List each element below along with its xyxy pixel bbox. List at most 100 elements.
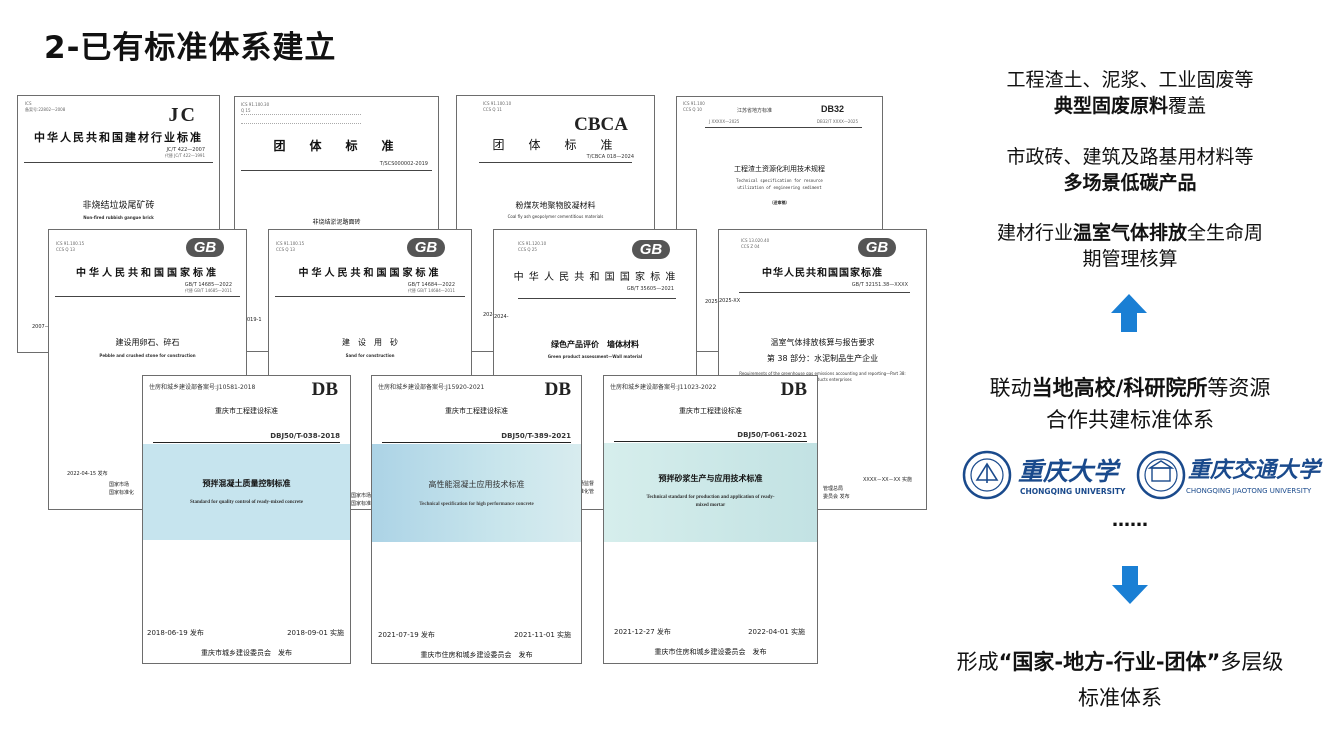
highlight-text: 多场景低碳产品 bbox=[1063, 172, 1197, 194]
highlight-text: 温室气体排放 bbox=[1072, 222, 1187, 244]
text: 合作共建标准体系 bbox=[1046, 408, 1214, 432]
doc-title: 温室气体排放核算与报告要求 bbox=[770, 338, 875, 347]
doc-cover-band bbox=[143, 444, 350, 540]
doc-org: 重庆市工程建设标准 bbox=[445, 407, 508, 415]
doc-meta: ICS 91.100.30 Q 15 bbox=[241, 102, 270, 113]
ellipsis: …… bbox=[1112, 510, 1148, 531]
doc-meta: ICS 备案号:22802—2008 bbox=[25, 101, 66, 112]
doc-title: 非烧结垃圾尾矿砖 bbox=[82, 201, 155, 211]
doc-code: DB32/T XXXX—2025 bbox=[816, 119, 858, 124]
doc-title: 建 设 用 砂 bbox=[342, 338, 398, 347]
doc-code-j: J XXXXX—2025 bbox=[709, 119, 740, 124]
doc-date: 2007—0 bbox=[32, 324, 53, 330]
point-multilevel-system: 形成“国家-地方-行业-团体”多层级 标准体系 bbox=[940, 644, 1300, 716]
doc-date: 2024- bbox=[494, 314, 509, 320]
doc-issue-date: 2018-06-19 发布 bbox=[147, 629, 204, 637]
doc-title: 非烧结淤泥路面砖 bbox=[312, 219, 361, 226]
doc-publisher: 重庆市住房和城乡建设委员会 发布 bbox=[654, 648, 767, 656]
doc-issue-date: 2021-07-19 发布 bbox=[378, 631, 435, 639]
doc-publisher: 重庆市城乡建设委员会 发布 bbox=[201, 649, 292, 657]
doc-issuer-1: 管理总局 bbox=[823, 486, 844, 492]
text: 等资源 bbox=[1207, 376, 1271, 400]
doc-rule bbox=[382, 442, 571, 443]
doc-subtitle: Green product assessment—Wall material bbox=[547, 354, 643, 359]
doc-code-replace: 代替 GB/T 14684—2011 bbox=[407, 288, 455, 293]
doc-org: 重庆市工程建设标准 bbox=[215, 407, 278, 415]
doc-org: 重庆市工程建设标准 bbox=[679, 407, 742, 415]
doc-record: 住房和城乡建设部备案号:J11023-2022 bbox=[610, 384, 717, 391]
text: 多层级 bbox=[1220, 650, 1284, 674]
doc-org: 江苏省地方标准 bbox=[737, 108, 773, 114]
doc-code: JC/T 422—2007 bbox=[166, 147, 205, 153]
doc-impl: XXXX－XX－XX 实施 bbox=[863, 477, 912, 483]
doc-date: 019-1 bbox=[247, 317, 262, 323]
doc-meta: ICS 91.100.10 CCS Q 11 bbox=[483, 101, 512, 112]
doc-title-part: 第 38 部分：水泥制品生产企业 bbox=[766, 354, 879, 363]
point-cooperation: 联动当地高校/科研院所等资源 合作共建标准体系 bbox=[950, 372, 1310, 436]
doc-rule bbox=[739, 292, 910, 293]
doc-code: T/SCS000002-2019 bbox=[379, 161, 428, 167]
doc-title: 预拌砂浆生产与应用技术标准 bbox=[658, 474, 763, 483]
doc-code: GB/T 32151.38—XXXX bbox=[851, 282, 908, 288]
doc-issuer-2: 国家标准化 bbox=[109, 490, 135, 496]
doc-code: T/CBCA 018—2024 bbox=[586, 154, 634, 160]
doc-code: DBJ50/T-061-2021 bbox=[737, 431, 807, 439]
standard-doc-db-389: 住房和城乡建设部备案号:J15920-2021 DB 重庆市工程建设标准 DBJ… bbox=[371, 375, 582, 664]
doc-code-replace: 代替 GB/T 14685—2011 bbox=[184, 288, 232, 293]
doc-subtitle: Standard for quality control of ready-mi… bbox=[190, 500, 303, 505]
doc-issuer-1: 国家市场 bbox=[109, 482, 130, 488]
doc-date: 2025-XX bbox=[705, 299, 727, 305]
doc-subtitle: Technical standard for production and ap… bbox=[646, 495, 775, 508]
doc-meta: ICS 91.100 CCS Q 10 bbox=[683, 101, 705, 112]
standard-doc-db-038: 住房和城乡建设部备案号:J10581-2018 DB 重庆市工程建设标准 DBJ… bbox=[142, 375, 351, 664]
page-title: 2-已有标准体系建立 bbox=[44, 30, 337, 66]
uni-name-en: CHONGQING UNIVERSITY bbox=[1020, 487, 1126, 496]
uni-name-cn: 重庆大学 bbox=[1018, 457, 1119, 486]
doc-meta: ICS 91.120.10 CCS Q 25 bbox=[518, 241, 547, 252]
doc-rule bbox=[153, 442, 340, 443]
doc-date: 2022-04-15 发布 bbox=[67, 471, 108, 477]
cqjtu-seal-icon bbox=[1136, 450, 1186, 500]
chongqing-jiaotong-university-logo: 重庆交通大学 CHONGQING JIAOTONG UNIVERSITY bbox=[1136, 450, 1326, 502]
doc-record: 住房和城乡建设部备案号:J15920-2021 bbox=[378, 384, 485, 391]
doc-record: 住房和城乡建设部备案号:J10581-2018 bbox=[149, 384, 256, 391]
doc-title: 粉煤灰地聚物胶凝材料 bbox=[515, 201, 596, 210]
doc-title: 建设用卵石、碎石 bbox=[115, 338, 180, 347]
doc-subtitle: Coal fly ash geopolymer cementitious mat… bbox=[507, 214, 604, 219]
doc-cover-band bbox=[604, 443, 817, 542]
point-ghg: 建材行业温室气体排放全生命周 期管理核算 bbox=[950, 220, 1310, 272]
doc-rule bbox=[275, 296, 465, 297]
text: 全生命周 bbox=[1187, 222, 1264, 244]
text: 联动 bbox=[989, 376, 1032, 400]
doc-date: 2025-XX bbox=[719, 298, 741, 304]
doc-impl-date: 2021-11-01 实施 bbox=[514, 631, 571, 639]
doc-meta: ICS 91.100.15 CCS Q 13 bbox=[56, 241, 85, 252]
doc-subtitle: Technical specification for resource uti… bbox=[736, 178, 823, 190]
text: 市政砖、建筑及路基用材料等 bbox=[1006, 146, 1254, 168]
highlight-text: 典型固废原料 bbox=[1053, 95, 1168, 117]
doc-header: 团 体 标 准 bbox=[492, 138, 619, 152]
doc-logo: DB bbox=[311, 379, 338, 400]
doc-meta: ICS 91.100.15 CCS Q 13 bbox=[276, 241, 305, 252]
text: 形成 bbox=[956, 650, 999, 674]
highlight-text: 当地高校/科研院所 bbox=[1031, 376, 1208, 400]
cqu-seal-icon bbox=[962, 450, 1012, 500]
doc-header: 中 华 人 民 共 和 国 国 家 标 准 bbox=[513, 272, 677, 283]
standard-doc-gb-14684: ICS 91.100.15 CCS Q 13 GB 中华人民共和国国家标准 GB… bbox=[268, 229, 472, 510]
doc-rule bbox=[55, 296, 240, 297]
doc-header: 中华人民共和国建材行业标准 bbox=[34, 131, 203, 144]
doc-code: GB/T 14684—2022 bbox=[407, 282, 455, 288]
doc-subtitle: Requirements of the greenhouse gas emiss… bbox=[739, 371, 906, 382]
doc-issue-date: 2021-12-27 发布 bbox=[614, 628, 671, 636]
doc-title: 工程渣土资源化利用技术规程 bbox=[734, 165, 825, 173]
doc-title: 预拌混凝土质量控制标准 bbox=[202, 479, 291, 488]
doc-meta: ICS 13.020.40 CCS Z 04 bbox=[741, 238, 770, 249]
gb-logo-icon: GB bbox=[186, 238, 224, 257]
doc-title: 绿色产品评价 墙体材料 bbox=[551, 340, 639, 349]
doc-title: 高性能混凝土应用技术标准 bbox=[428, 480, 525, 489]
standard-doc-db-061: 住房和城乡建设部备案号:J11023-2022 DB 重庆市工程建设标准 DBJ… bbox=[603, 375, 818, 664]
doc-code: DBJ50/T-389-2021 bbox=[501, 432, 571, 440]
arrow-up-icon bbox=[1111, 294, 1147, 332]
uni-name-en: CHONGQING JIAOTONG UNIVERSITY bbox=[1186, 487, 1312, 495]
doc-rule bbox=[24, 162, 213, 163]
